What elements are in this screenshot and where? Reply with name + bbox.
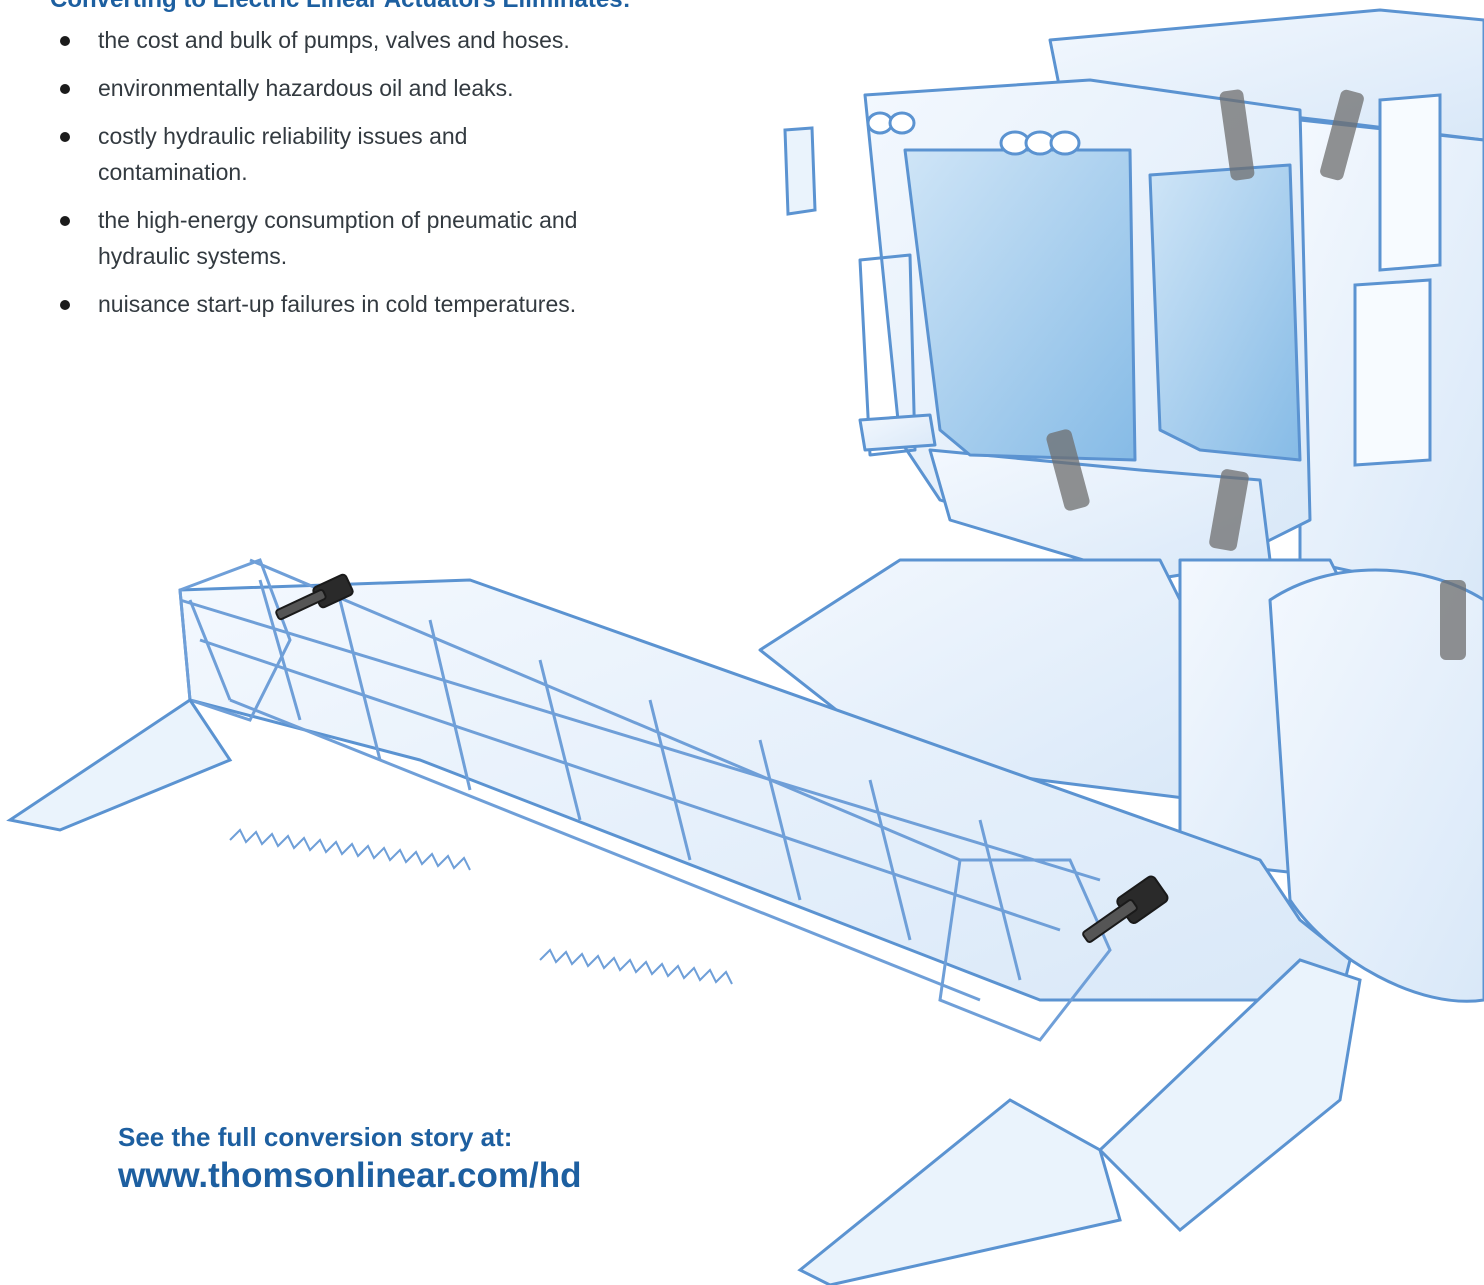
bullet-icon <box>60 216 70 226</box>
cta-label: See the full conversion story at: <box>118 1122 513 1152</box>
list-item-text: costly hydraulic reliability issues and … <box>98 123 468 185</box>
website-link[interactable]: www.thomsonlinear.com/hd <box>118 1156 582 1195</box>
list-item-text: environmentally hazardous oil and leaks. <box>98 75 514 101</box>
bullet-icon <box>60 36 70 46</box>
list-item-text: the cost and bulk of pumps, valves and h… <box>98 27 570 53</box>
bullet-icon <box>60 84 70 94</box>
list-item-text: the high-energy consumption of pneumatic… <box>98 207 578 269</box>
bullet-icon <box>60 300 70 310</box>
list-item-text: nuisance start-up failures in cold tempe… <box>98 291 577 317</box>
bullet-icon <box>60 132 70 142</box>
list-item: the cost and bulk of pumps, valves and h… <box>60 22 660 58</box>
benefits-list: the cost and bulk of pumps, valves and h… <box>60 22 660 334</box>
page-title: Converting to Electric Linear Actuators … <box>50 0 670 14</box>
list-item: the high-energy consumption of pneumatic… <box>60 202 660 274</box>
list-item: environmentally hazardous oil and leaks. <box>60 70 660 106</box>
list-item: costly hydraulic reliability issues and … <box>60 118 660 190</box>
list-item: nuisance start-up failures in cold tempe… <box>60 286 660 322</box>
